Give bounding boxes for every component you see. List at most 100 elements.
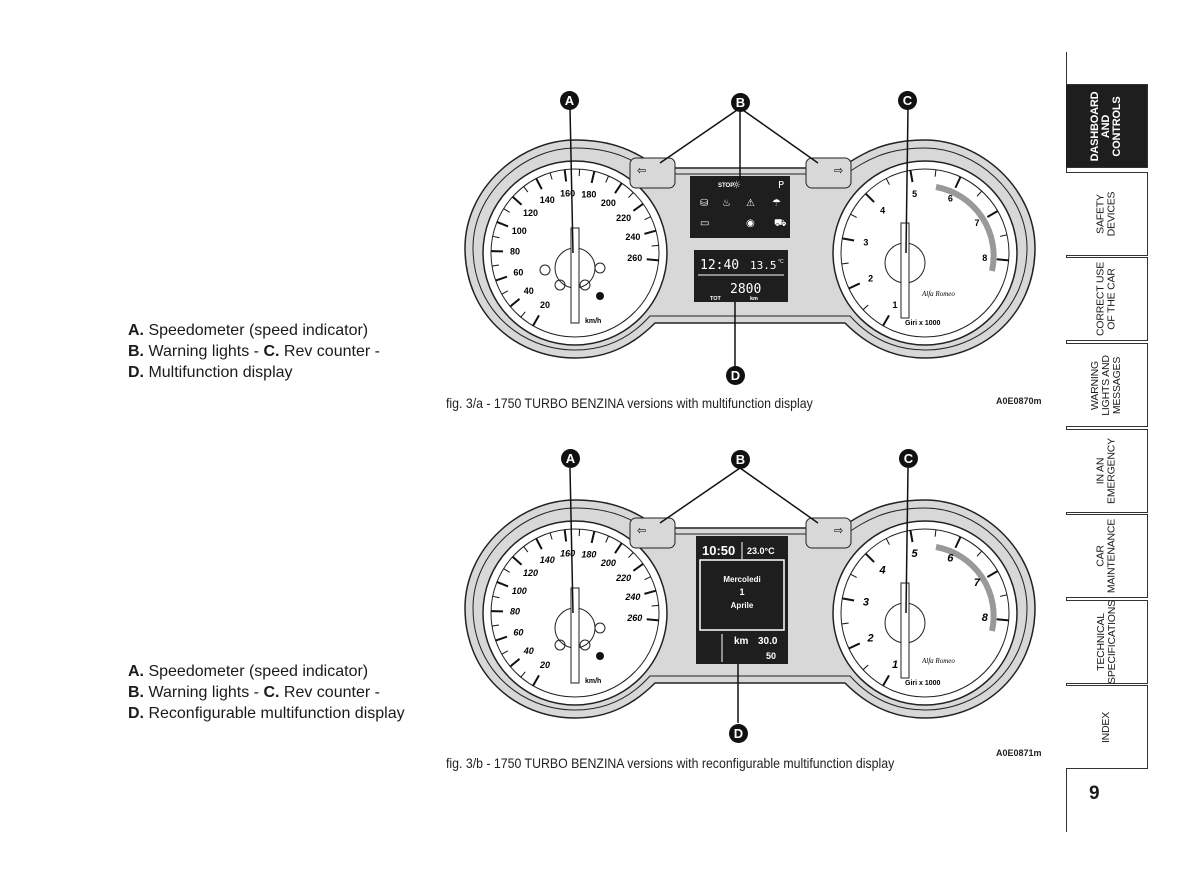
gauge-tick bbox=[976, 550, 983, 557]
legend-text: Speedometer (speed indicator) bbox=[148, 322, 369, 339]
gauge-tick bbox=[605, 175, 610, 183]
legend-line-b: B. Warning lights - C. Rev counter - bbox=[128, 682, 420, 703]
gauge-tick bbox=[862, 664, 869, 671]
abs-warning-icon bbox=[579, 279, 591, 291]
speed-unit: km/h bbox=[585, 318, 601, 325]
gauge-tick bbox=[503, 208, 510, 213]
legend-letter: C. bbox=[263, 684, 280, 701]
gauge-label: 260 bbox=[626, 613, 642, 623]
asr-warning-icon bbox=[554, 279, 566, 291]
rev-unit: Giri x 1000 bbox=[905, 320, 941, 327]
gauge-label: 100 bbox=[512, 586, 527, 596]
tab-safety-devices[interactable]: SAFETY DEVICES bbox=[1066, 172, 1148, 256]
display-temperature: 23.0°C bbox=[747, 546, 775, 556]
cluster-inner-line bbox=[472, 507, 1028, 711]
legend-text: Multifunction display bbox=[148, 364, 293, 381]
legend-letter: A. bbox=[128, 322, 144, 339]
gauge-label: 180 bbox=[581, 190, 596, 200]
gauge-tick bbox=[563, 529, 568, 542]
handbrake-warning-icon bbox=[594, 262, 606, 274]
gauge-tick bbox=[628, 192, 634, 198]
tab-label: CORRECT USE OF THE CAR bbox=[1094, 261, 1118, 337]
tab-in-an-emergency[interactable]: IN AN EMERGENCY bbox=[1066, 429, 1148, 513]
display-temperature: 13.5 bbox=[750, 259, 777, 272]
callout-d: D bbox=[726, 366, 745, 385]
gauge-tick bbox=[986, 570, 999, 578]
gauge-label: 5 bbox=[912, 189, 917, 199]
gauge-label: 80 bbox=[510, 607, 520, 617]
display-date: 1 bbox=[739, 587, 744, 597]
gauge-tick bbox=[511, 555, 523, 566]
legend-letter: B. bbox=[128, 343, 144, 360]
gauge-tick bbox=[491, 624, 500, 627]
gauge-label: 6 bbox=[948, 194, 953, 204]
display-odo-unit: km bbox=[750, 296, 758, 302]
legend-figure-b: A. Speedometer (speed indicator) B. Warn… bbox=[128, 661, 420, 724]
gauge-tick bbox=[605, 535, 610, 543]
tab-correct-use[interactable]: CORRECT USE OF THE CAR bbox=[1066, 257, 1148, 341]
tab-dashboard-and-controls[interactable]: DASHBOARD AND CONTROLS bbox=[1066, 84, 1148, 168]
warning-light-icon: ☼ bbox=[732, 180, 741, 191]
callout-a: A bbox=[561, 449, 580, 468]
tab-index[interactable]: INDEX bbox=[1066, 685, 1148, 769]
figure-code-a: A0E0870m bbox=[996, 396, 1042, 406]
gauge-tick bbox=[563, 169, 568, 182]
gauge-label: 40 bbox=[524, 286, 534, 296]
figure-caption-a: fig. 3/a - 1750 TURBO BENZINA versions w… bbox=[446, 395, 813, 411]
gauge-tick bbox=[632, 563, 644, 572]
legend-text: Speedometer (speed indicator) bbox=[148, 663, 369, 680]
gauge-tick bbox=[495, 275, 508, 282]
gauge-tick bbox=[549, 532, 553, 540]
tab-car-maintenance[interactable]: CAR MAINTENANCE bbox=[1066, 514, 1148, 598]
left-arrow-icon: ⇦ bbox=[637, 524, 646, 537]
gauge-label: 4 bbox=[880, 206, 885, 216]
gauge-tick bbox=[646, 258, 659, 262]
gauge-tick bbox=[509, 658, 521, 668]
figure-code-b: A0E0871m bbox=[996, 748, 1042, 758]
gauge-tick bbox=[492, 235, 500, 239]
legend-figure-a: A. Speedometer (speed indicator) B. Warn… bbox=[128, 320, 420, 383]
gauge-label: 160 bbox=[560, 188, 575, 198]
gauge-tick bbox=[509, 298, 521, 308]
gauge-tick bbox=[864, 552, 875, 563]
warning-light-icon: ⛁ bbox=[700, 198, 708, 209]
gauge-label: 220 bbox=[616, 213, 631, 223]
callout-c: C bbox=[899, 449, 918, 468]
callout-line-b-left bbox=[659, 107, 741, 164]
gauge-tick bbox=[954, 536, 962, 549]
page-number: 9 bbox=[1089, 783, 1100, 804]
handbrake-warning-icon bbox=[594, 622, 606, 634]
callout-line-b-left bbox=[659, 467, 741, 524]
display-month: Aprile bbox=[731, 601, 754, 610]
rev-counter-ticks bbox=[841, 529, 1009, 687]
display-day: Mercoledi bbox=[723, 575, 760, 584]
gauge-tick bbox=[628, 552, 634, 558]
rev-unit: Giri x 1000 bbox=[905, 680, 941, 687]
warning-icon-grid: ☼P⛁♨⚠☂▭◉⛟ bbox=[700, 180, 787, 229]
gauge-tick bbox=[492, 595, 500, 599]
rev-redzone bbox=[935, 544, 997, 632]
warning-light-icon: ⚠ bbox=[746, 198, 755, 209]
speedometer-needle bbox=[570, 587, 580, 684]
legend-text: Warning lights - bbox=[148, 343, 264, 360]
tab-technical-specifications[interactable]: TECHNICAL SPECIFICATIONS bbox=[1066, 600, 1148, 684]
gauge-label: 6 bbox=[947, 553, 954, 565]
chapter-tabs: DASHBOARD AND CONTROLS SAFETY DEVICES CO… bbox=[1066, 52, 1200, 832]
gauge-tick bbox=[523, 546, 529, 553]
gauge-tick bbox=[511, 195, 523, 206]
right-turn-indicator-panel bbox=[805, 517, 852, 549]
gauge-label: 60 bbox=[513, 268, 523, 278]
cluster-inner-line bbox=[472, 147, 1028, 351]
left-turn-indicator-panel bbox=[629, 517, 676, 549]
gauge-label: 40 bbox=[523, 646, 534, 656]
gauge-tick bbox=[1000, 234, 1008, 237]
gauge-tick bbox=[503, 568, 510, 573]
stop-label: STOP bbox=[718, 183, 734, 189]
gauge-label: 200 bbox=[601, 198, 616, 208]
tab-warning-lights[interactable]: WARNING LIGHTS AND MESSAGES bbox=[1066, 343, 1148, 427]
gauge-tick bbox=[523, 186, 529, 193]
rev-counter-ticks bbox=[841, 169, 1009, 327]
gauge-label: 1 bbox=[892, 659, 898, 671]
